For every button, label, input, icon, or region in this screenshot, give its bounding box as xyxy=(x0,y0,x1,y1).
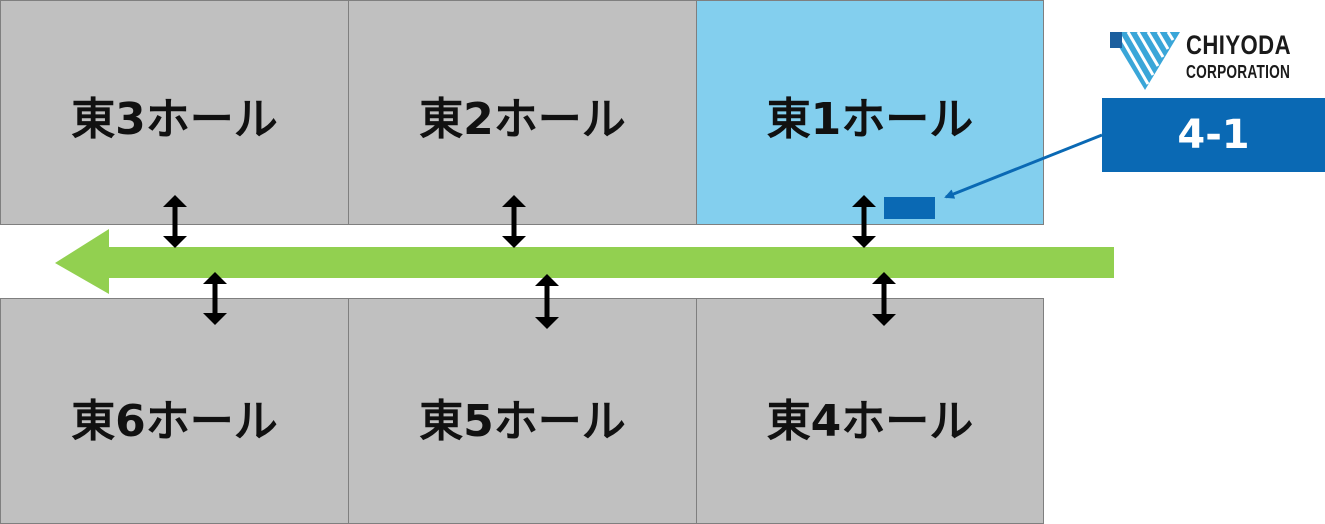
hall-label: 東1ホール xyxy=(766,93,974,145)
booth-number-label: 4-1 xyxy=(1102,98,1325,172)
logo-text: CHIYODA CORPORATION xyxy=(1186,30,1323,82)
booth-number-text: 4-1 xyxy=(1177,112,1250,158)
left-arrow-icon xyxy=(55,229,1114,294)
double-arrow-icon xyxy=(535,274,559,329)
hall-east-5: 東5ホール xyxy=(348,298,697,524)
double-arrow-icon xyxy=(852,195,876,248)
chiyoda-logo-icon xyxy=(1110,31,1180,90)
booth-marker xyxy=(884,197,935,219)
booth-pointer-arrow xyxy=(944,133,1103,199)
hall-label: 東2ホール xyxy=(419,93,626,145)
hall-east-3: 東3ホール xyxy=(0,0,349,225)
double-arrow-icon xyxy=(872,272,896,326)
hall-east-6: 東6ホール xyxy=(0,298,349,524)
hall-label: 東3ホール xyxy=(71,93,278,145)
hall-label: 東4ホール xyxy=(766,396,974,447)
hall-east-2: 東2ホール xyxy=(348,0,697,225)
double-arrow-icon xyxy=(163,195,187,248)
hall-label: 東6ホール xyxy=(71,396,278,447)
logo-company-name: CHIYODA xyxy=(1186,30,1291,60)
hall-east-4: 東4ホール xyxy=(696,298,1044,524)
hall-east-1: 東1ホール xyxy=(696,0,1044,225)
double-arrow-icon xyxy=(502,195,526,248)
double-arrow-icon xyxy=(203,272,227,325)
hall-label: 東5ホール xyxy=(419,396,626,447)
chiyoda-logo: CHIYODA CORPORATION xyxy=(1108,30,1313,92)
door-arrows xyxy=(163,195,896,329)
logo-company-suffix: CORPORATION xyxy=(1186,62,1291,82)
